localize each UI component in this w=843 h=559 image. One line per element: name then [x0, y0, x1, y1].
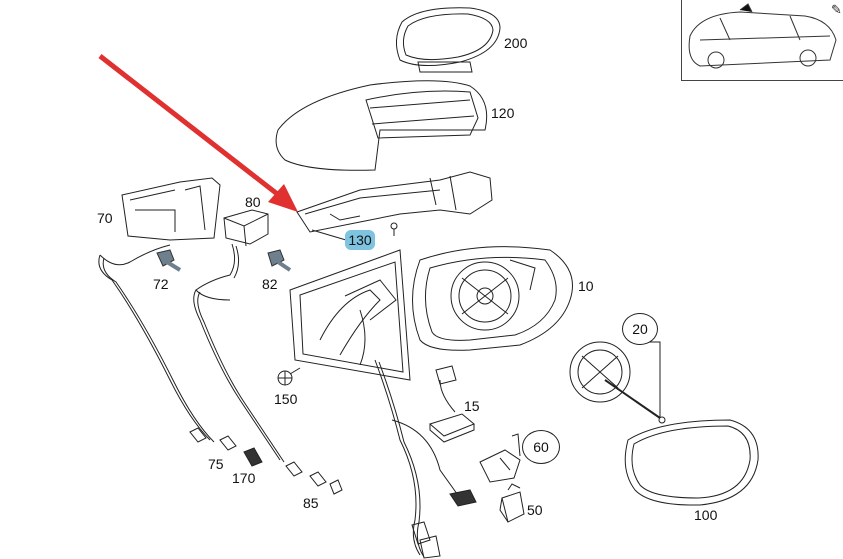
label-part-120: 120 [491, 105, 515, 121]
housing-cable [374, 359, 477, 559]
car-locator-inset [681, 0, 843, 81]
bolt-part-82 [267, 249, 292, 272]
mirror-housing-part-10 [412, 246, 573, 351]
bolt-part-72 [156, 249, 182, 272]
screw-part-150 [277, 367, 301, 386]
car-locator-icon [688, 3, 837, 69]
leader-130 [311, 229, 347, 241]
module-part-15 [428, 365, 475, 443]
connector-part-60 [479, 433, 521, 483]
label-part-70: 70 [97, 210, 113, 226]
label-part-15: 15 [464, 398, 480, 414]
mirror-glass-part-100 [624, 419, 759, 506]
label-part-200: 200 [504, 35, 528, 51]
switch-part-50 [499, 483, 525, 523]
mirror-cap-part-200 [396, 7, 501, 73]
red-pointer-arrow-icon [98, 54, 298, 212]
label-part-75: 75 [208, 456, 224, 472]
housing-cover-part-120 [275, 80, 488, 171]
label-part-80: 80 [245, 194, 261, 210]
label-part-82: 82 [262, 276, 278, 292]
label-part-100: 100 [694, 507, 718, 523]
label-part-170: 170 [232, 470, 256, 486]
motor-part-80 [195, 209, 269, 301]
label-part-50: 50 [527, 502, 543, 518]
callout-part-20: 20 [622, 313, 658, 345]
wiring-harness [189, 289, 343, 495]
label-part-72: 72 [153, 276, 169, 292]
callout-part-60: 60 [522, 430, 560, 464]
actuator-part-20 [569, 341, 666, 424]
label-part-10: 10 [578, 278, 594, 294]
edit-icon[interactable]: ✎ [831, 3, 842, 18]
mirror-frame-panel [289, 249, 411, 381]
frame-part-130 [296, 171, 493, 236]
callout-part-130-highlighted[interactable]: 130 [345, 230, 375, 250]
bracket-part-70 [98, 177, 221, 443]
label-part-150: 150 [274, 391, 298, 407]
label-part-85: 85 [303, 495, 319, 511]
